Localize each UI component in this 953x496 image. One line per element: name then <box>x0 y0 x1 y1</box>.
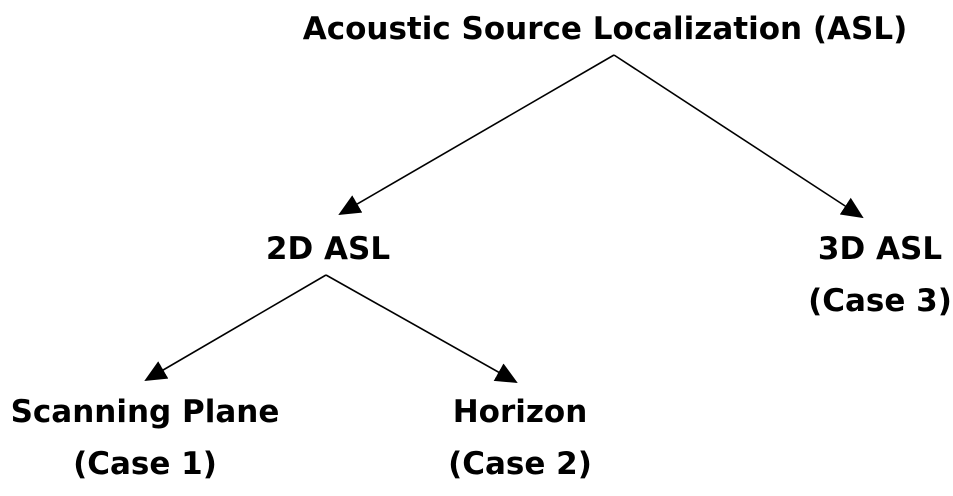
node-scanning-plane: Scanning Plane (Case 1) <box>0 386 290 490</box>
node-3d-asl-case: (Case 3) <box>808 283 952 319</box>
node-scanning-plane-label: Scanning Plane <box>10 394 280 430</box>
node-3d-asl: 3D ASL (Case 3) <box>790 223 953 327</box>
node-3d-asl-label: 3D ASL <box>817 231 943 267</box>
node-horizon-label: Horizon <box>452 394 588 430</box>
edge-2d-to-case1 <box>144 274 327 382</box>
node-horizon: Horizon (Case 2) <box>420 386 620 490</box>
node-scanning-plane-case: (Case 1) <box>73 446 217 482</box>
edge-root-to-2d <box>338 54 615 216</box>
root-node: Acoustic Source Localization (ASL) <box>260 3 950 55</box>
node-horizon-case: (Case 2) <box>448 446 592 482</box>
edge-root-to-3d <box>613 54 864 219</box>
root-node-label: Acoustic Source Localization (ASL) <box>302 11 908 47</box>
node-2d-asl-label: 2D ASL <box>265 231 391 267</box>
node-2d-asl: 2D ASL <box>228 223 428 275</box>
edge-2d-to-case2 <box>325 274 518 383</box>
